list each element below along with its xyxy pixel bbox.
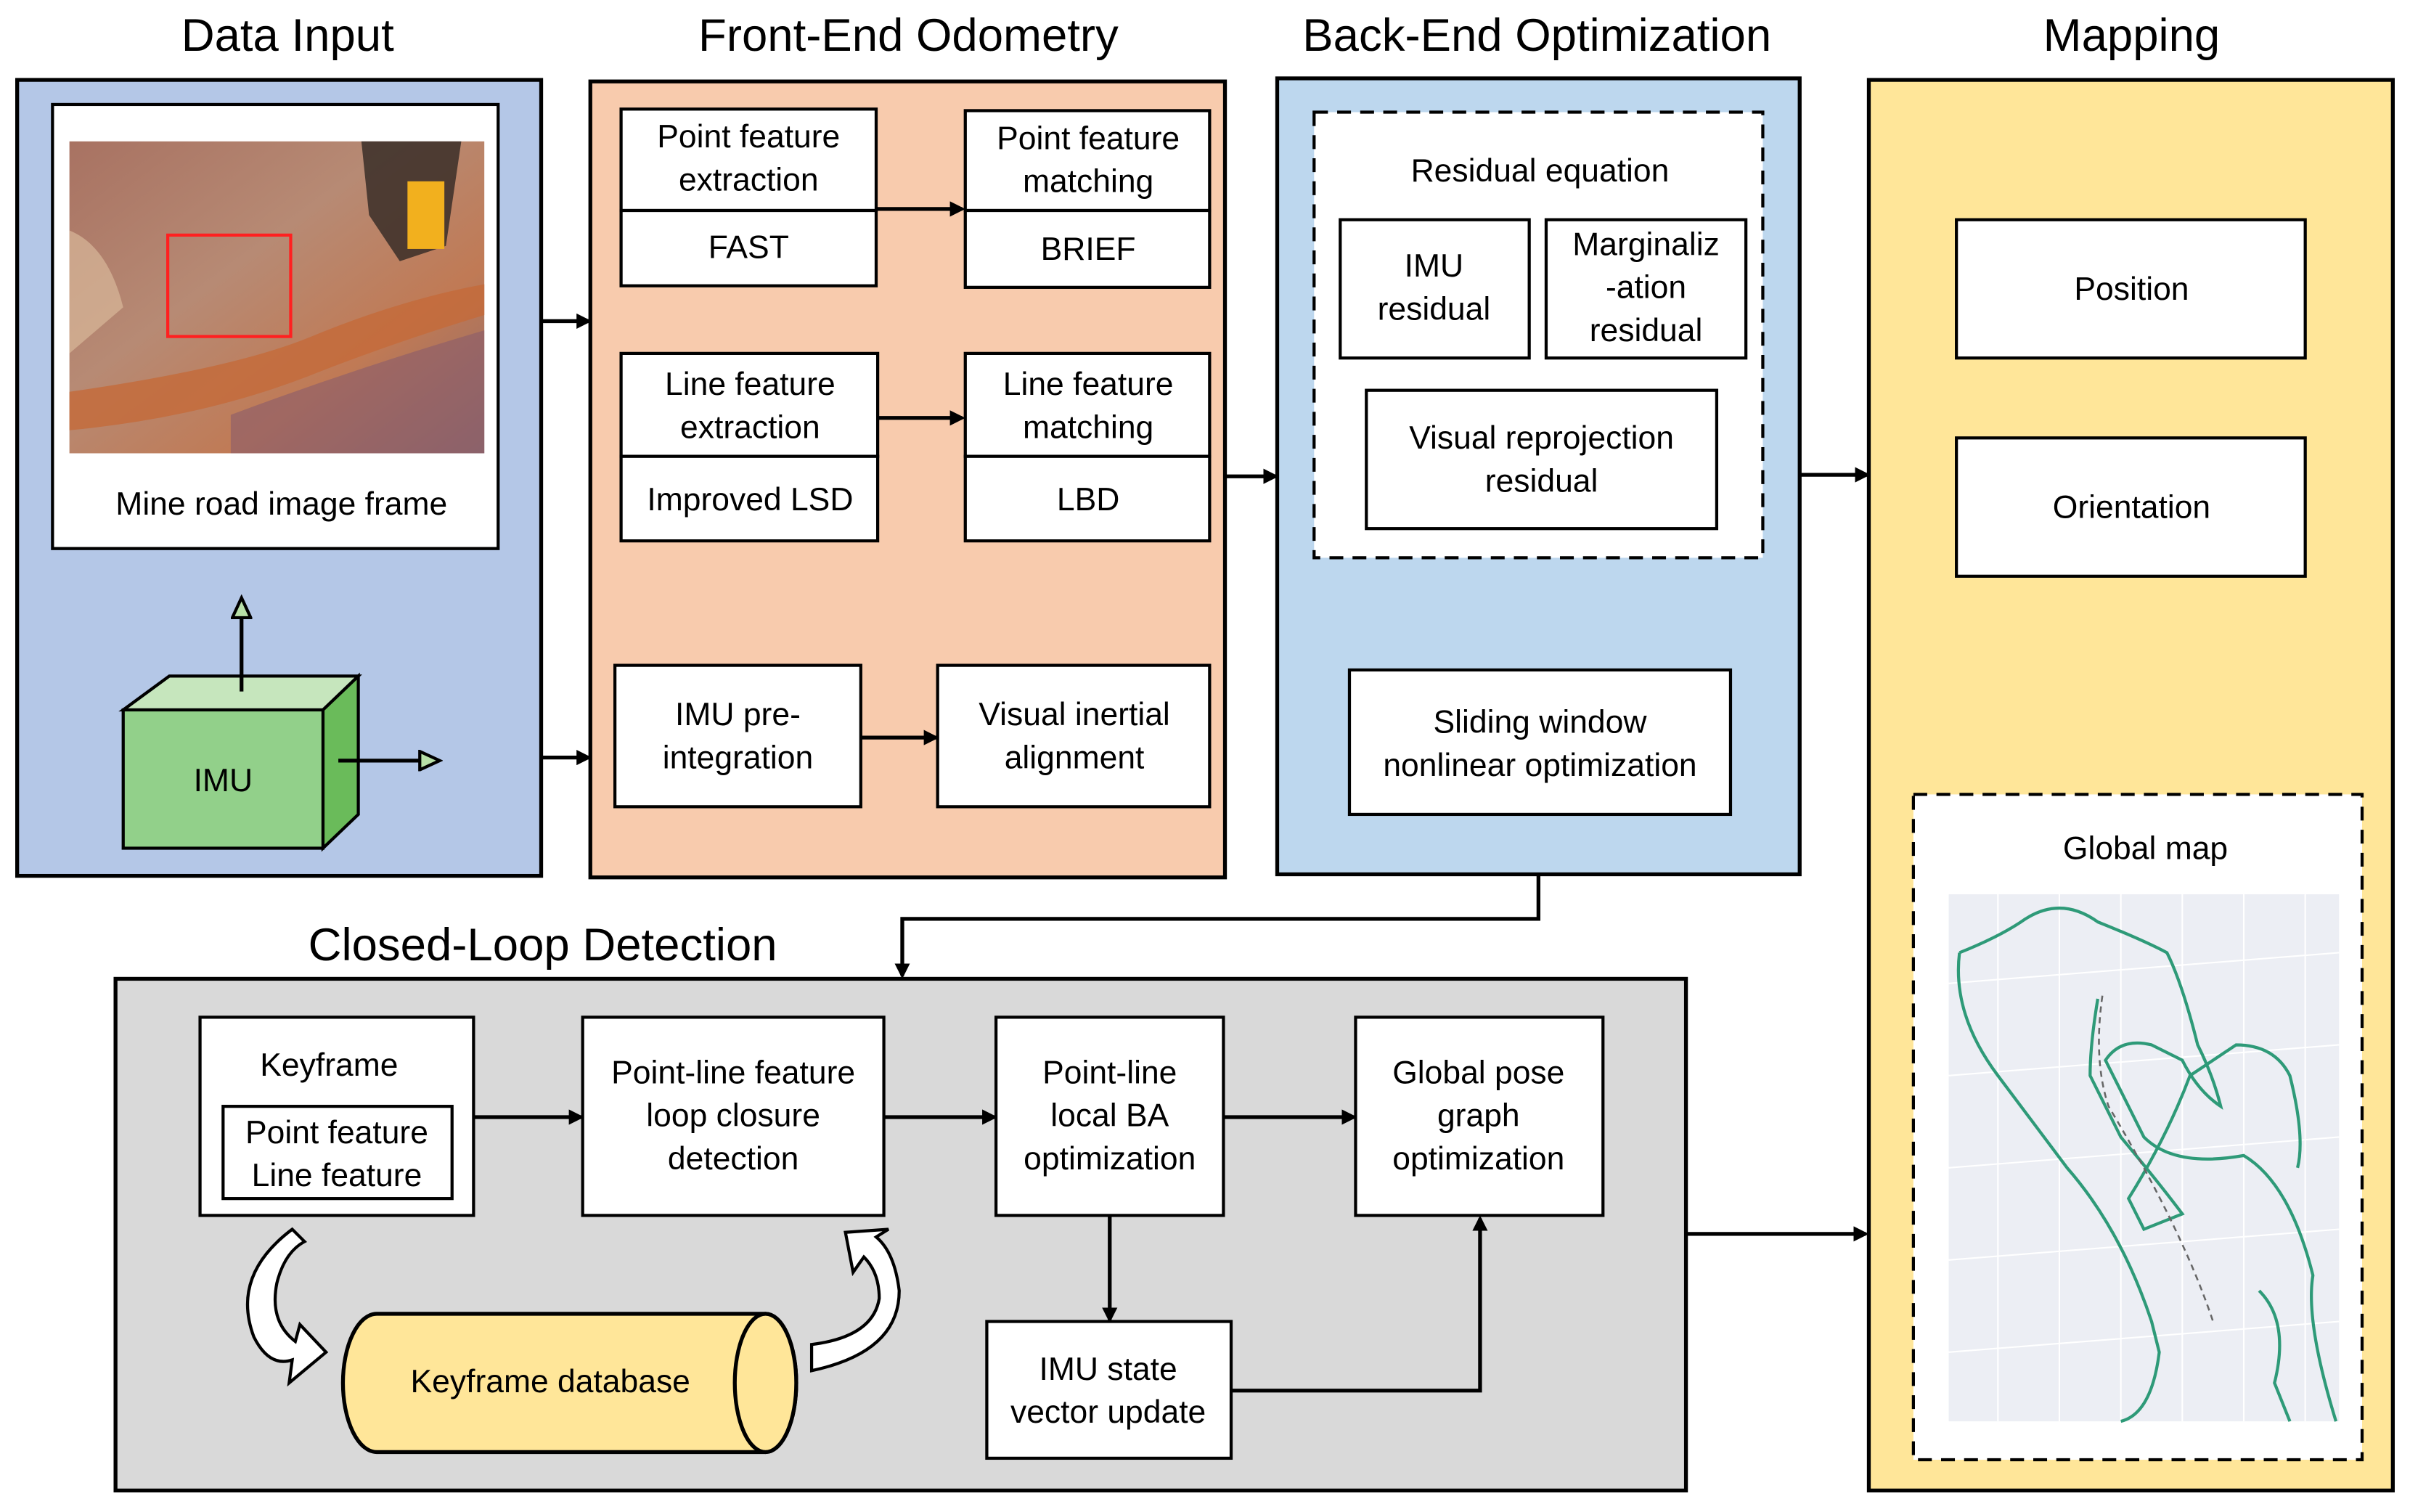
- residual-equation-label: Residual equation: [1411, 153, 1670, 189]
- svg-text:Keyframe database: Keyframe database: [411, 1364, 690, 1399]
- svg-text:Keyframe: Keyframe: [260, 1047, 398, 1083]
- mapping-title: Mapping: [2043, 10, 2221, 61]
- data-input-title: Data Input: [181, 10, 394, 61]
- trajectory-path: [1956, 906, 2338, 1423]
- orientation-box: [1955, 436, 2307, 578]
- image-caption: Mine road image frame: [115, 486, 447, 522]
- imu-cube: IMU: [118, 672, 362, 852]
- connector-arrows: [473, 201, 1871, 1393]
- data-input-panel: Mine road image frame IMU: [15, 78, 544, 878]
- ground-truth-path: [2098, 995, 2214, 1322]
- position-label: Position: [2074, 271, 2189, 307]
- lbd-label: LBD: [1057, 482, 1119, 518]
- excavator: [407, 181, 445, 249]
- fast-label: FAST: [708, 230, 789, 266]
- imu-label: IMU: [194, 763, 253, 798]
- svg-text:IMU pre-integration: IMU pre-integration: [663, 697, 814, 775]
- brief-label: BRIEF: [1041, 232, 1136, 267]
- front-end-title: Front-End Odometry: [698, 10, 1119, 61]
- improved-lsd-label: Improved LSD: [647, 482, 853, 518]
- database-to-loop-closure-arrow: [809, 1227, 901, 1373]
- mapping-panel: Position Orientation Global map: [1866, 78, 2395, 1493]
- mine-road-photo: [69, 141, 485, 454]
- orientation-label: Orientation: [2053, 489, 2210, 525]
- imu-preintegration-box: IMU pre-integration: [613, 663, 862, 809]
- closed-loop-title: Closed-Loop Detection: [309, 920, 777, 970]
- keyframe-database-cylinder: Keyframe database: [340, 1312, 798, 1455]
- global-map-plot: [1948, 894, 2340, 1423]
- position-box: [1955, 218, 2307, 360]
- global-map-label: Global map: [2063, 830, 2228, 866]
- keyframe-to-database-arrow: [245, 1227, 329, 1387]
- roi-box: [166, 233, 293, 338]
- back-end-title: Back-End Optimization: [1302, 10, 1771, 61]
